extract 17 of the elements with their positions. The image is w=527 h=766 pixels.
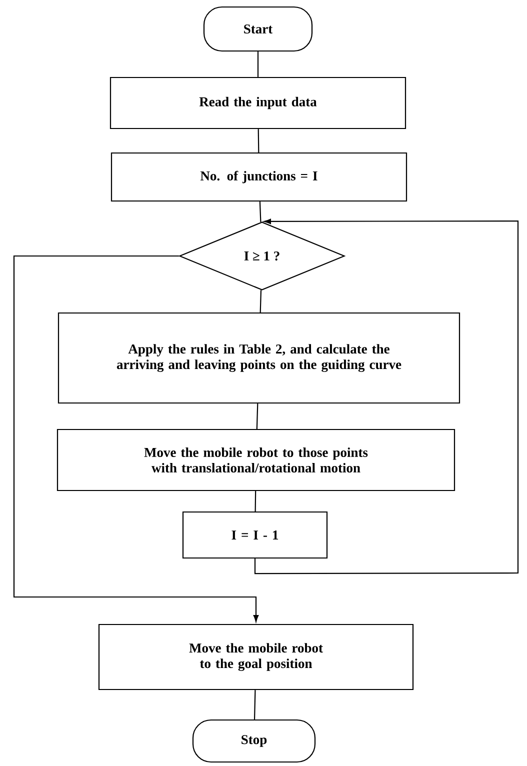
process-box: Move the mobile robot to the goal position [98, 624, 414, 690]
arrow [13, 255, 259, 622]
stop-terminal: Stop [192, 719, 316, 763]
start-terminal: Start [203, 6, 313, 52]
arrow [254, 218, 519, 574]
process-box: Read the input data [110, 76, 406, 130]
process-box: No. of junctions = I [110, 152, 408, 202]
process-box: Move the mobile robot to those points with translational/rotational motion [56, 428, 456, 492]
connector-line [254, 690, 256, 720]
connector-line [256, 404, 258, 429]
process-box: I = I - 1 [182, 511, 328, 559]
connector-line [259, 202, 262, 222]
process-box: Apply the rules in Table 2, and calculate the arriving and leaving points on the guiding curve [58, 312, 460, 404]
connector-line [260, 290, 262, 312]
connector-line [254, 491, 256, 512]
connector-line [258, 129, 260, 152]
connector-line [257, 52, 259, 77]
